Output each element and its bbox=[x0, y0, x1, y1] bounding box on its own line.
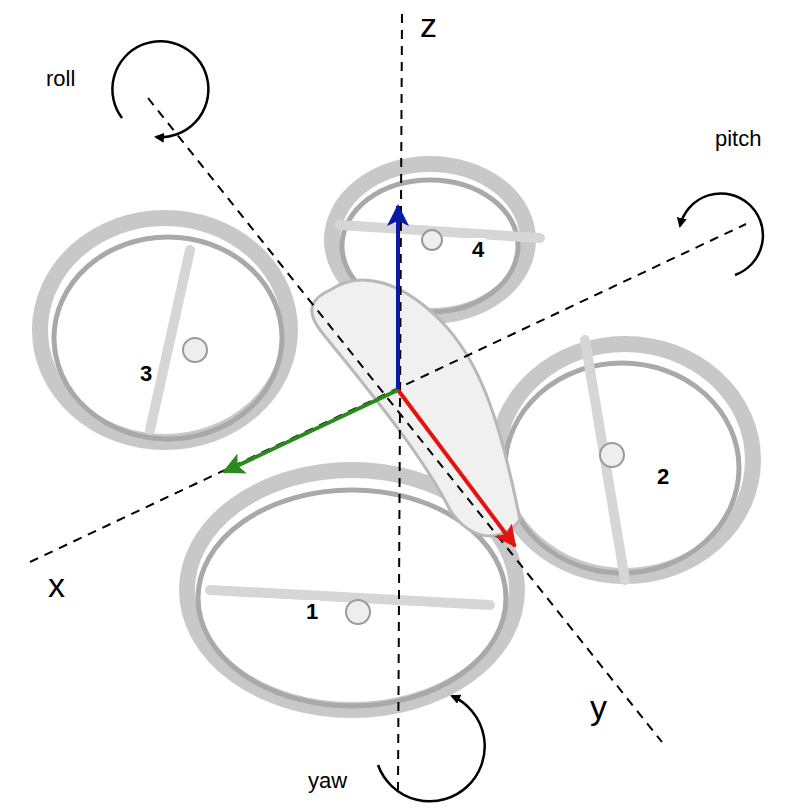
axis-label: pitch bbox=[715, 128, 761, 150]
callout-number: 2 bbox=[655, 465, 671, 489]
motors bbox=[183, 230, 624, 624]
axis-label: roll bbox=[46, 68, 75, 90]
callout-number: 1 bbox=[304, 600, 320, 624]
drone-body bbox=[312, 280, 520, 536]
x-vector bbox=[224, 390, 398, 472]
callout-number: 4 bbox=[470, 238, 486, 262]
axes bbox=[30, 14, 746, 790]
z-vector bbox=[396, 206, 400, 390]
rotor-guards bbox=[40, 164, 753, 710]
propellers bbox=[150, 225, 625, 605]
callout-number: 3 bbox=[138, 362, 154, 386]
y-vector bbox=[398, 390, 515, 546]
axis-label: z bbox=[420, 8, 437, 42]
axis-label: y bbox=[590, 690, 607, 724]
rotation-arrows bbox=[112, 41, 763, 801]
axis-label: x bbox=[48, 568, 65, 602]
axis-label: yaw bbox=[308, 770, 347, 792]
